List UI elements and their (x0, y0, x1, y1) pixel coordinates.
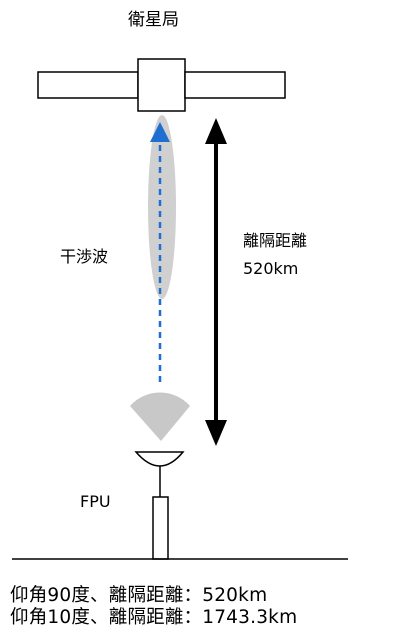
satellite-icon (37, 58, 286, 112)
interference-label: 干渉波 (60, 247, 109, 266)
elevation-notes: 仰角90度、離隔距離：520km 仰角10度、離隔距離：1743.3km (10, 585, 297, 629)
satellite-label: 衛星局 (128, 10, 179, 30)
fpu-antenna-icon (134, 451, 185, 560)
interference-beam (148, 115, 176, 299)
antenna-mast (152, 496, 169, 560)
satellite-body (137, 58, 186, 112)
distance-value: 520km (243, 259, 299, 278)
note-line: 仰角10度、離隔距離：1743.3km (10, 606, 298, 628)
distance-double-arrow (205, 118, 227, 446)
note-line: 仰角90度、離隔距離：520km (10, 585, 268, 606)
left-solar-panel (37, 71, 139, 99)
right-solar-panel (184, 71, 286, 99)
fpu-label: FPU (80, 492, 111, 511)
parabolic-dish (134, 451, 185, 467)
antenna-beam-fan (130, 392, 190, 441)
distance-title: 離隔距離 (243, 231, 308, 250)
